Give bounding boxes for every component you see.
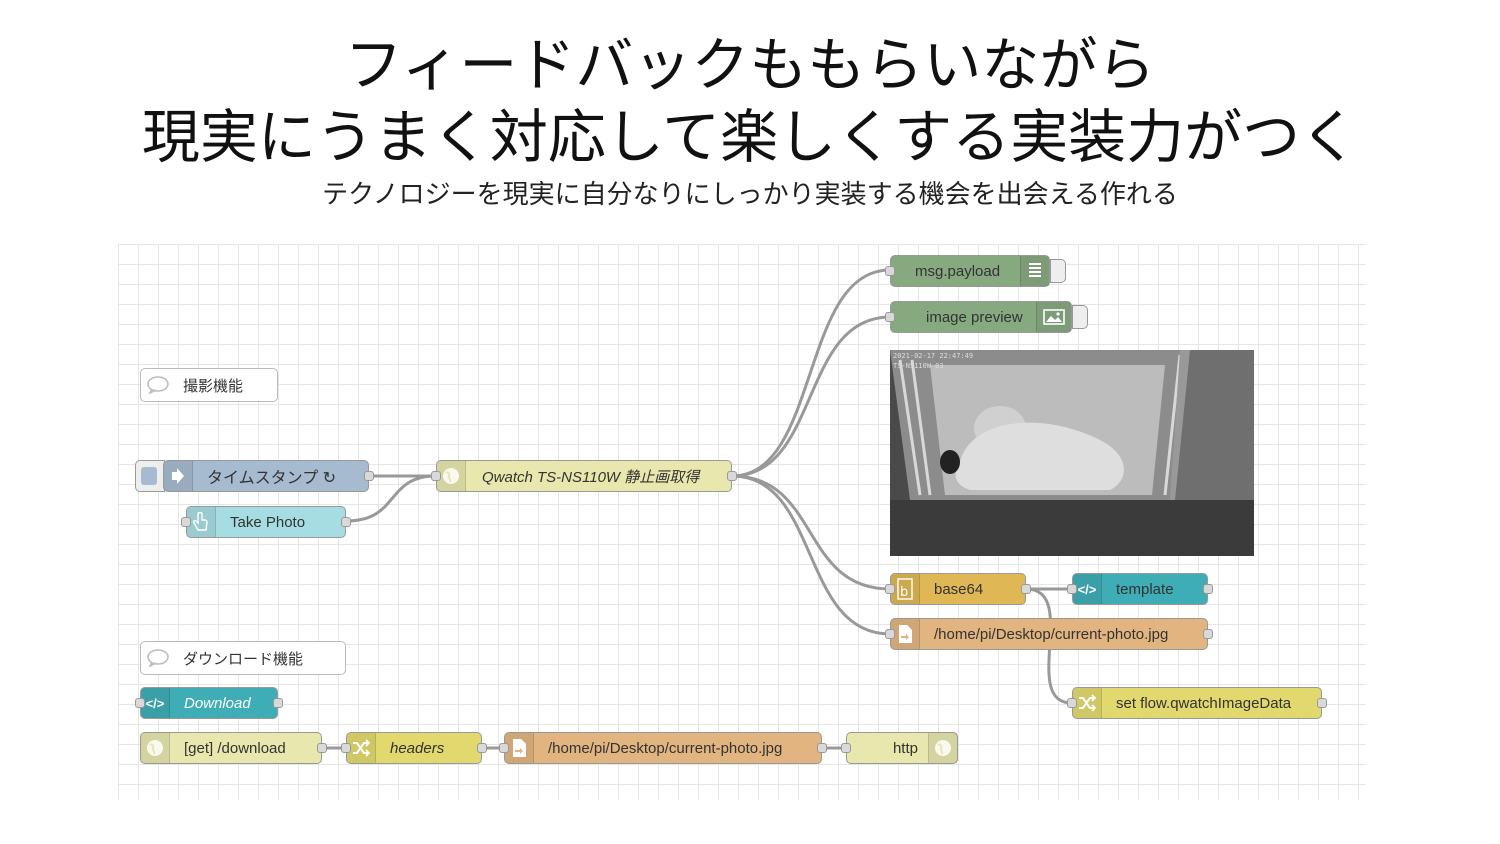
template-node[interactable]: </> template — [1067, 573, 1213, 605]
inject-timestamp-node[interactable]: タイムスタンプ ↻ — [163, 460, 374, 492]
http-in-node[interactable]: [get] /download — [140, 732, 327, 764]
comment-capture-node[interactable]: 撮影機能 — [140, 368, 278, 402]
base64-icon: b — [891, 574, 920, 604]
output-port[interactable] — [1317, 698, 1327, 708]
speech-bubble-icon — [141, 642, 175, 674]
output-port[interactable] — [477, 743, 487, 753]
output-port[interactable] — [817, 743, 827, 753]
node-label: タイムスタンプ ↻ — [207, 470, 337, 487]
headers-change-node[interactable]: headers — [341, 732, 487, 764]
preview-toggle-button[interactable] — [1072, 305, 1088, 329]
http-response-node[interactable]: http — [841, 732, 958, 764]
camera-timestamp-line: 2021-02-17 22:47:49 — [893, 352, 974, 360]
comment-label: 撮影機能 — [183, 377, 244, 395]
node-label: /home/pi/Desktop/current-photo.jpg — [934, 625, 1169, 643]
debug-toggle-button[interactable] — [1050, 259, 1066, 283]
input-port[interactable] — [885, 629, 895, 639]
output-port[interactable] — [364, 471, 374, 481]
node-label: headers — [390, 739, 445, 757]
file-icon — [891, 619, 920, 649]
output-port[interactable] — [1203, 629, 1213, 639]
node-label: Qwatch TS-NS110W 静止画取得 — [482, 468, 700, 486]
node-label: Download — [184, 694, 251, 712]
input-port[interactable] — [885, 312, 895, 322]
slide-subtitle: テクノロジーを現実に自分なりにしっかり実装する機会を出会える作れる — [322, 180, 1178, 210]
input-port[interactable] — [135, 698, 145, 708]
pointer-hand-icon — [187, 507, 216, 537]
base64-node[interactable]: b base64 — [885, 573, 1031, 605]
file-icon — [505, 733, 534, 763]
globe-icon — [928, 733, 957, 763]
input-port[interactable] — [1067, 698, 1077, 708]
speech-bubble-icon — [141, 369, 175, 401]
camera-model-line: TS-NS110W 03 — [893, 362, 944, 370]
output-port[interactable] — [727, 471, 737, 481]
output-port[interactable] — [341, 517, 351, 527]
node-label: base64 — [934, 580, 984, 598]
input-port[interactable] — [841, 743, 851, 753]
camera-preview-image: 2021-02-17 22:47:49 TS-NS110W 03 — [890, 350, 1254, 556]
input-port[interactable] — [1067, 584, 1077, 594]
output-port[interactable] — [317, 743, 327, 753]
code-icon: </> — [1073, 574, 1102, 604]
globe-icon — [141, 733, 170, 763]
code-icon: </> — [141, 688, 170, 718]
image-preview-node[interactable]: image preview — [885, 301, 1072, 333]
download-template-node[interactable]: </> Download — [135, 687, 283, 719]
debug-msg-payload-node[interactable]: msg.payload — [885, 255, 1050, 287]
node-label: http — [892, 739, 918, 757]
input-port[interactable] — [181, 517, 191, 527]
camera-timestamp: 2021-02-17 22:47:49 TS-NS110W 03 — [893, 351, 973, 371]
list-icon — [1020, 256, 1049, 286]
node-label: [get] /download — [184, 739, 286, 757]
output-port[interactable] — [273, 698, 283, 708]
svg-text:b: b — [900, 585, 908, 600]
slide-title-line-1: フィードバックももらいながら — [344, 31, 1156, 99]
comment-label: ダウンロード機能 — [183, 650, 304, 668]
input-port[interactable] — [431, 471, 441, 481]
node-label: set flow.qwatchImageData — [1116, 694, 1292, 712]
node-label: msg.payload — [915, 262, 1001, 280]
file-write-node[interactable]: /home/pi/Desktop/current-photo.jpg — [885, 618, 1213, 650]
slide-title-line-2: 現実にうまく対応して楽しくする実装力がつく — [141, 103, 1359, 171]
node-label: /home/pi/Desktop/current-photo.jpg — [548, 739, 783, 757]
input-port[interactable] — [885, 266, 895, 276]
shuffle-icon — [1073, 688, 1102, 718]
output-port[interactable] — [1021, 584, 1031, 594]
take-photo-button-node[interactable]: Take Photo — [181, 506, 351, 538]
node-label: image preview — [926, 308, 1023, 326]
node-label: template — [1116, 580, 1174, 598]
qwatch-request-node[interactable]: Qwatch TS-NS110W 静止画取得 — [431, 460, 737, 492]
input-port[interactable] — [499, 743, 509, 753]
set-flow-change-node[interactable]: set flow.qwatchImageData — [1067, 687, 1327, 719]
globe-icon — [437, 461, 466, 491]
input-port[interactable] — [885, 584, 895, 594]
output-port[interactable] — [1203, 584, 1213, 594]
file-read-node[interactable]: /home/pi/Desktop/current-photo.jpg — [499, 732, 827, 764]
image-icon — [1036, 302, 1071, 332]
shuffle-icon — [347, 733, 376, 763]
node-label: Take Photo — [230, 513, 306, 531]
input-port[interactable] — [341, 743, 351, 753]
comment-download-node[interactable]: ダウンロード機能 — [140, 641, 346, 675]
arrow-right-icon — [164, 461, 193, 491]
inject-trigger-button[interactable] — [135, 460, 165, 492]
